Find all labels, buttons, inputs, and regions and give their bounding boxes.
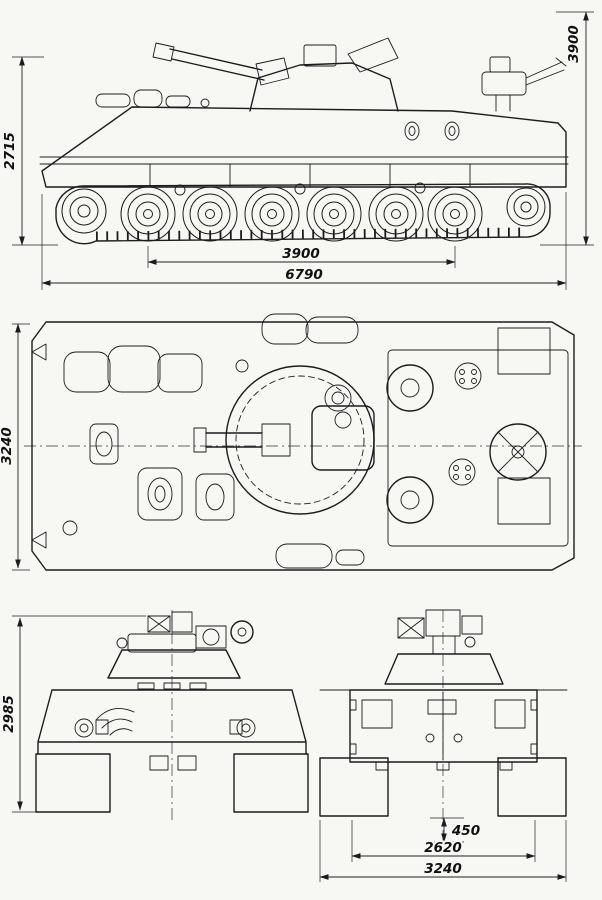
hull-side	[41, 106, 567, 188]
side-view	[39, 37, 569, 245]
dim-overall-length: 6790	[285, 267, 323, 283]
dim-track-gauge: 2620	[424, 840, 462, 856]
commander-sight	[303, 44, 337, 67]
tow-hooks-rear	[375, 761, 513, 771]
glacis-arcs	[95, 707, 135, 736]
top-view	[24, 313, 582, 571]
tow-hook	[31, 343, 47, 549]
dim-hull-height: 2715	[2, 132, 18, 170]
rear-aa-cluster	[397, 609, 483, 655]
bedroll	[305, 316, 359, 344]
muzzle-brake	[152, 42, 175, 62]
mantlet-plan	[261, 423, 291, 457]
hatch-handle	[404, 121, 420, 141]
engine-grilles	[497, 327, 551, 525]
return-roller	[294, 183, 306, 195]
dim-overall-width-rear: 3240	[424, 861, 462, 877]
hull-plan	[31, 321, 575, 571]
road-wheel	[427, 186, 483, 242]
bedroll	[275, 543, 333, 569]
front-turret	[107, 649, 241, 679]
commander-hatch	[324, 384, 352, 412]
return-roller	[414, 182, 426, 194]
bottom-dimensions: 2985 450 2620 3240	[0, 615, 567, 882]
rear-access-hatch	[361, 699, 393, 729]
missile-launcher	[347, 37, 399, 73]
track-band	[55, 183, 551, 245]
muzzle-plan	[193, 427, 207, 453]
door-handle	[425, 733, 435, 743]
aa-pedestal	[495, 94, 511, 112]
bedroll	[261, 313, 309, 345]
gunner-sight-plan	[334, 411, 352, 429]
top-view-dimensions: 3240	[0, 323, 30, 571]
hull-ribs	[149, 163, 471, 188]
front-view	[35, 610, 309, 822]
rear-track-right	[497, 757, 567, 817]
dim-overall-height: 3900	[566, 25, 582, 63]
hatch-handle-inner	[408, 126, 416, 136]
engine-hatches	[386, 362, 547, 524]
idler-wheel	[506, 187, 546, 227]
dim-overall-width-top: 3240	[0, 427, 15, 465]
deck-stowage	[133, 89, 163, 108]
hatch-handle-inner	[448, 126, 456, 136]
front-track-right	[233, 753, 309, 813]
aa-barrel	[525, 57, 567, 86]
front-track-left	[35, 753, 111, 813]
dim-ground-clearance: 450	[451, 823, 480, 839]
door-handle	[453, 733, 463, 743]
front-periscopes	[137, 682, 207, 690]
cooling-fan	[489, 423, 547, 481]
antenna-base	[235, 359, 249, 373]
aa-sight	[489, 56, 511, 73]
turret-side	[152, 37, 399, 112]
weapon-station	[311, 405, 375, 471]
return-roller	[174, 184, 186, 196]
gun-muzzle-front	[230, 620, 254, 644]
rear-aa-mount	[481, 56, 567, 112]
rear-track-left	[319, 757, 389, 817]
stowage-box	[335, 549, 365, 566]
dim-roadwheel-base: 3900	[282, 246, 320, 262]
gun-barrel	[169, 48, 265, 81]
front-hull	[37, 689, 307, 755]
rear-view	[319, 609, 568, 848]
engine-deck-panel	[387, 349, 569, 547]
deck-fitting	[200, 98, 210, 108]
front-turret-cluster	[116, 611, 254, 653]
turret-plan	[193, 365, 375, 515]
stowage-plan	[31, 313, 365, 569]
hatch-handle	[444, 121, 460, 141]
headlight	[236, 718, 256, 738]
door-hinges	[349, 699, 538, 755]
rear-plate	[349, 689, 538, 763]
side-view-dimensions: 3900 6790 2715 3900	[0, 11, 594, 290]
dim-front-height: 2985	[1, 695, 17, 733]
gun-mantlet	[255, 57, 290, 86]
gun-barrel-plan	[205, 432, 263, 448]
rear-turret	[384, 653, 504, 685]
headlight	[74, 718, 94, 738]
driver-hatch-plan	[89, 423, 119, 465]
deck-stowage	[165, 95, 191, 108]
deck-stowage	[95, 93, 131, 108]
drive-sprocket	[61, 188, 107, 234]
